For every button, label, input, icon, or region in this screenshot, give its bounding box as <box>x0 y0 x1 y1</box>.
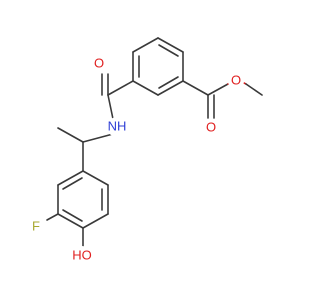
amide-nitrogen-label: NH <box>108 118 127 133</box>
ethyl-branch <box>57 127 84 172</box>
ester-group <box>182 80 263 119</box>
hydroxyl-label: HO <box>72 247 92 262</box>
atom-labels: O NH O O F HO <box>28 55 244 266</box>
bond <box>82 213 109 229</box>
ester-carbonyl-oxygen-label: O <box>206 119 216 134</box>
molecule-drawing: O NH O O F HO <box>28 37 263 266</box>
bond <box>107 80 134 96</box>
bond <box>107 94 114 120</box>
bond <box>57 170 84 186</box>
bond <box>157 37 184 53</box>
bond <box>157 80 184 96</box>
ester-oxygen-label: O <box>231 72 241 87</box>
ring-top <box>132 37 184 96</box>
amide-oxygen-label: O <box>94 55 104 70</box>
bond <box>57 127 84 143</box>
bond <box>132 80 159 96</box>
bond <box>82 170 109 186</box>
bond-double-inner <box>62 177 83 190</box>
bond <box>132 37 159 53</box>
bond <box>46 213 59 221</box>
bond-double-inner <box>62 209 83 222</box>
bond <box>82 133 114 143</box>
bond <box>182 80 209 96</box>
structure-canvas: O NH O O F HO <box>28 37 263 266</box>
bond <box>207 83 229 96</box>
bond <box>245 83 263 96</box>
bond-double-inner <box>158 76 179 89</box>
bond <box>57 213 84 229</box>
fluorine-label: F <box>32 218 40 233</box>
bond-double-inner <box>158 44 179 57</box>
ring-bottom <box>46 170 109 250</box>
amide-group <box>82 73 134 143</box>
